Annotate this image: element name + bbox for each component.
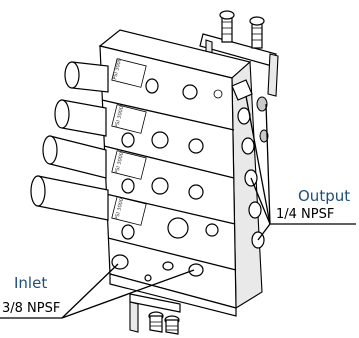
svg-text:PSI 3000: PSI 3000 <box>114 198 125 221</box>
section-4-details: PSI 3000 <box>111 196 219 240</box>
section-3-details: PSI 3000 <box>111 150 204 200</box>
output-thread-spec: 1/4 NPSF <box>276 207 334 222</box>
inlet-label: Inlet <box>14 274 47 292</box>
svg-text:PSI 3000: PSI 3000 <box>114 106 125 129</box>
section-1-details: PSI 3000 <box>111 58 223 100</box>
top-mounting-bracket <box>199 10 279 97</box>
piston-2 <box>54 99 107 137</box>
inlet-end-plate <box>109 254 237 317</box>
section-2-details: PSI 3000 <box>111 104 204 154</box>
inlet-thread-spec: 3/8 NPSF <box>2 301 60 316</box>
piston-1 <box>64 61 109 93</box>
inlet-leader-lines <box>0 263 195 319</box>
piston-3 <box>42 135 107 179</box>
lower-mounting-bracket <box>129 293 181 335</box>
valve-block <box>98 29 263 309</box>
output-leader-lines <box>245 95 356 241</box>
output-label: Output <box>298 187 350 205</box>
piston-4 <box>30 175 109 221</box>
svg-text:PSI 3000: PSI 3000 <box>114 152 125 175</box>
svg-text:PSI 3000: PSI 3000 <box>112 58 123 81</box>
